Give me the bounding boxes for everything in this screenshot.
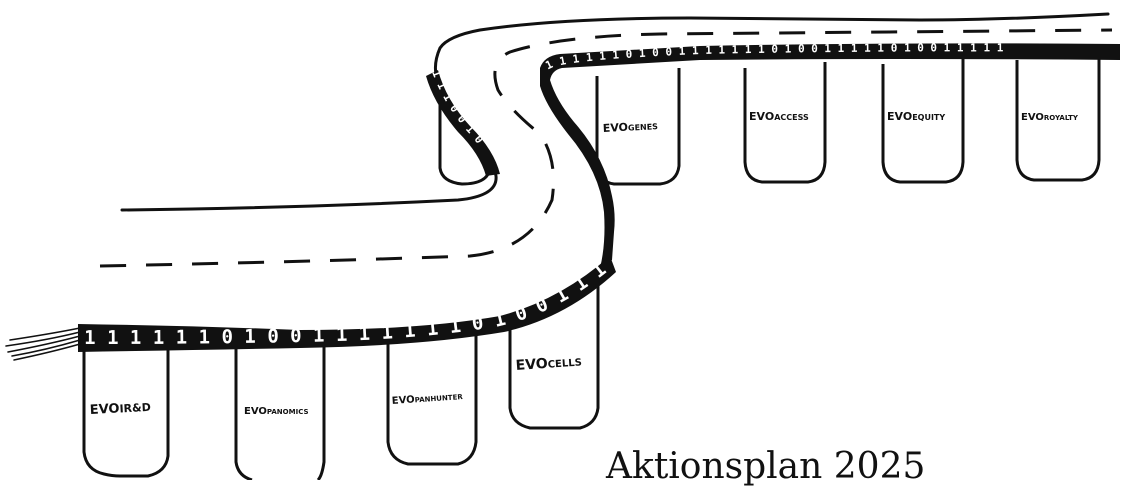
cable-ends: [6, 328, 80, 360]
label-evoroyalty: EVOROYALTY: [1021, 112, 1079, 123]
page-caption: Aktionsplan 2025: [606, 446, 925, 487]
label-evopanomics: EVOPANOMICS: [244, 406, 309, 417]
